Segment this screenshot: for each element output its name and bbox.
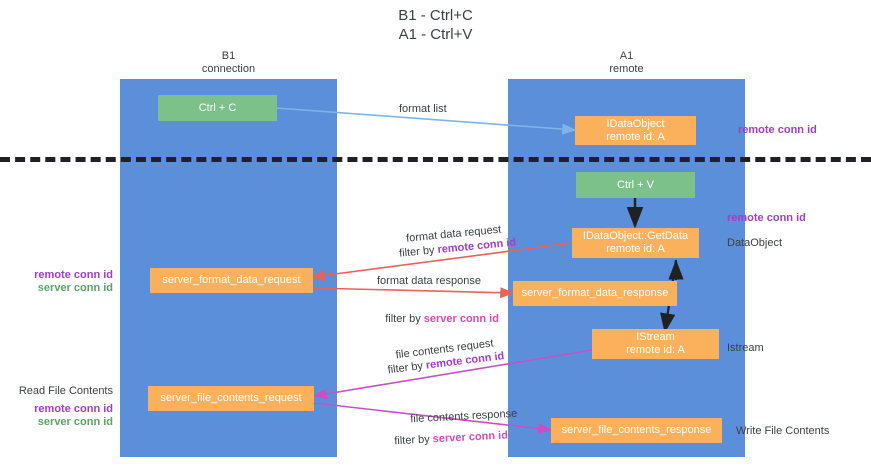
edge-label-format-list: format list	[399, 103, 447, 115]
filter-prefix: filter by	[386, 359, 427, 377]
filter-prefix: filter by	[398, 244, 439, 260]
right-label-dataobject: DataObject	[727, 237, 783, 249]
lane-header-a1: A1 remote	[609, 50, 644, 75]
left-label-remote-conn-id-mid: remote conn id	[34, 269, 113, 281]
edge-label-file-contents-response-filter: filter by server conn id	[381, 414, 509, 463]
box-server-file-contents-request[interactable]: server_file_contents_request	[148, 386, 314, 411]
right-label-remote-conn-id-top: remote conn id	[738, 124, 817, 136]
left-label-remote-conn-id-bottom: remote conn id	[34, 403, 113, 415]
filter-prefix: filter by	[394, 433, 434, 448]
filter-key-remote-conn-id: remote conn id	[425, 350, 505, 372]
left-label-read-file-contents: Read File Contents	[18, 385, 113, 397]
right-label-istream: Istream	[727, 342, 764, 354]
box-idataobject-getdata[interactable]: IDataObject::GetData remote id: A	[572, 228, 699, 258]
filter-key-remote-conn-id: remote conn id	[436, 236, 517, 257]
left-label-server-conn-id-bottom: server conn id	[37, 416, 113, 428]
box-server-format-data-response[interactable]: server_format_data_response	[513, 281, 677, 306]
box-istream[interactable]: IStream remote id: A	[592, 329, 719, 359]
edge-label-format-data-response-filter: filter by server conn id	[373, 298, 499, 340]
box-idataobject[interactable]: IDataObject remote id: A	[575, 116, 696, 145]
filter-prefix: filter by	[385, 313, 424, 325]
box-server-format-data-request[interactable]: server_format_data_request	[150, 268, 313, 293]
lane-header-b1: B1 connection	[201, 50, 256, 75]
box-ctrl-c[interactable]: Ctrl + C	[158, 95, 277, 121]
left-label-server-conn-id-mid: server conn id	[37, 282, 113, 294]
box-ctrl-v[interactable]: Ctrl + V	[576, 172, 695, 198]
filter-key-server-conn-id: server conn id	[432, 429, 509, 446]
right-label-write-file-contents: Write File Contents	[736, 425, 830, 437]
box-server-file-contents-response[interactable]: server_file_contents_response	[551, 418, 722, 443]
right-label-remote-conn-id-mid: remote conn id	[727, 212, 806, 224]
filter-key-server-conn-id: server conn id	[423, 313, 499, 325]
phase-divider	[0, 157, 871, 162]
edge-label-format-data-response: format data response	[377, 275, 481, 287]
page-title: B1 - Ctrl+C A1 - Ctrl+V	[398, 7, 473, 43]
